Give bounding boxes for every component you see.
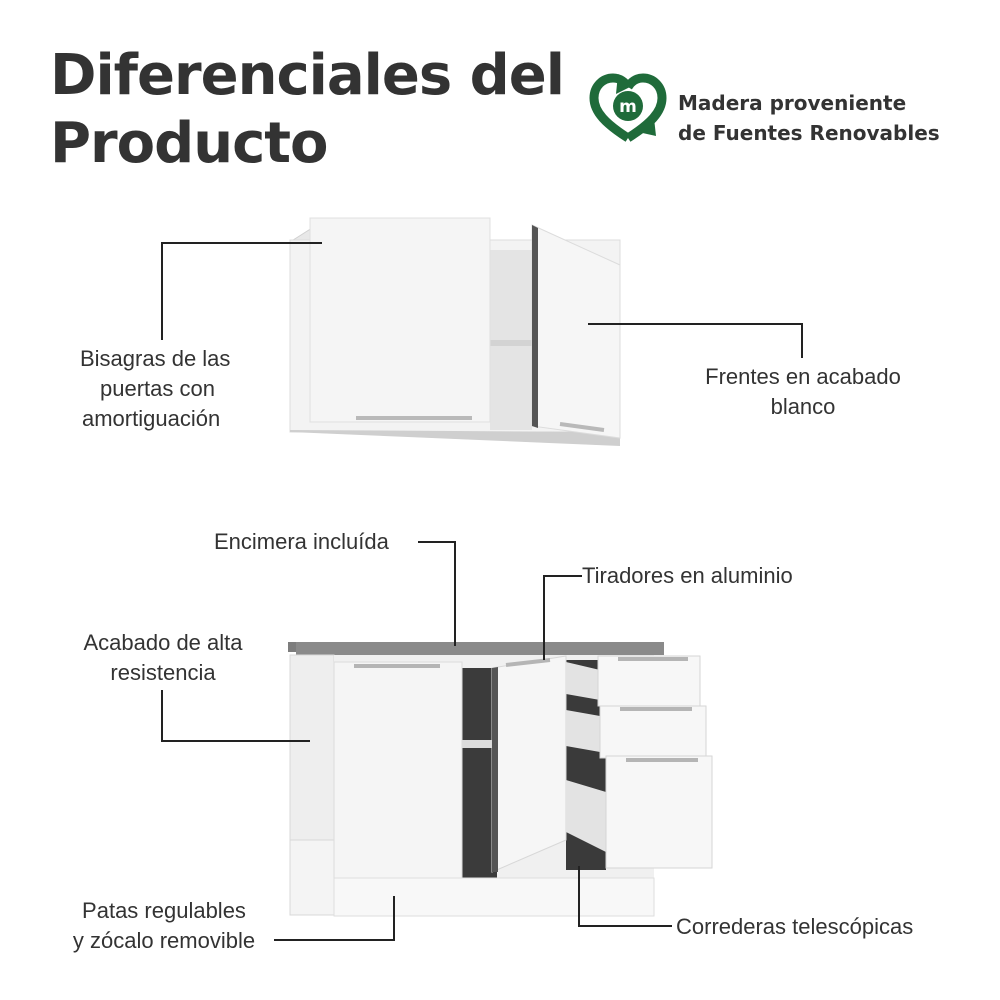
leader-fronts (588, 323, 803, 358)
leader-hinges (161, 242, 322, 340)
leader-handles (543, 575, 582, 660)
label-hinges: Bisagras de las puertas con amortiguació… (80, 346, 231, 431)
svg-text:m: m (619, 97, 637, 117)
label-fronts: Frentes en acabado blanco (705, 364, 901, 419)
label-legs: Patas regulables y zócalo removible (72, 898, 256, 953)
badge-line-1: Madera proveniente (678, 91, 907, 115)
base-cabinet (288, 642, 713, 917)
leader-legs (274, 896, 395, 941)
recycle-m-icon: m (589, 73, 667, 142)
leader-countertop (418, 541, 456, 646)
leader-slides (578, 866, 672, 927)
renewable-badge: Madera proveniente de Fuentes Renovables (678, 88, 940, 148)
badge-line-2: de Fuentes Renovables (678, 121, 940, 145)
label-slides: Correderas telescópicas (676, 914, 914, 939)
wall-cabinet (289, 217, 621, 446)
title-line-1: Diferenciales del (50, 43, 565, 108)
leader-finish (161, 690, 310, 742)
title-line-2: Producto (50, 111, 329, 176)
label-handles: Tiradores en aluminio (582, 563, 793, 588)
label-finish: Acabado de alta resistencia (83, 630, 243, 685)
leader-lines (161, 242, 803, 941)
label-countertop: Encimera incluída (214, 529, 389, 554)
page-title: Diferenciales del Producto (50, 42, 565, 178)
